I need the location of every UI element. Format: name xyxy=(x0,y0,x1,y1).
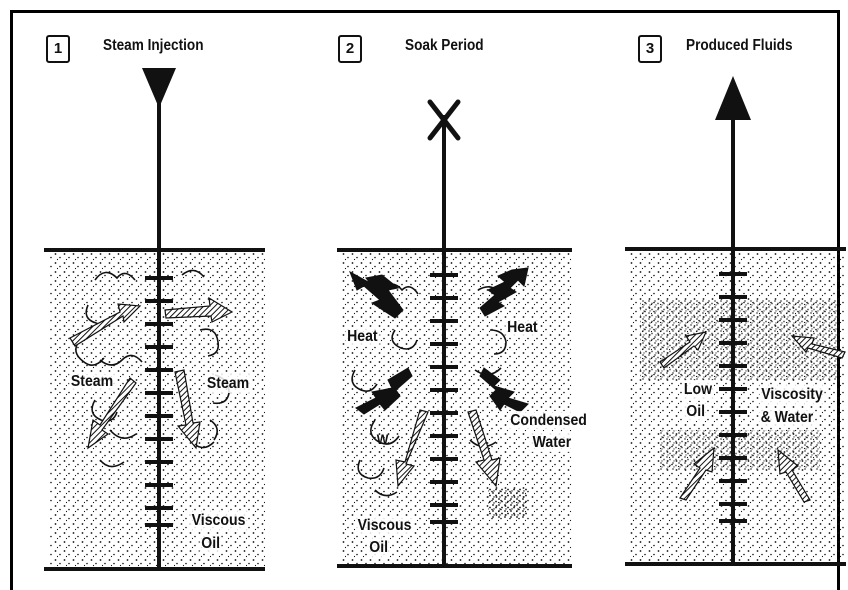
production-arrow-icon xyxy=(715,76,751,120)
panel-2-label-oil: Oil xyxy=(368,538,390,557)
injection-arrow-icon xyxy=(142,68,176,108)
panel-2-title: Soak Period xyxy=(405,37,484,55)
panel-3-title: Produced Fluids xyxy=(686,37,793,55)
panel-3-label-water: & Water xyxy=(759,408,815,427)
panel-2-label-heat-right: Heat xyxy=(505,318,539,337)
panel-1-label-steam-right: Steam xyxy=(205,374,251,393)
panel-2-label-viscous: Viscous xyxy=(356,516,413,535)
panel-3-label-low: Low xyxy=(682,380,714,399)
panel-1-label-oil: Oil xyxy=(200,534,222,553)
panel-1-number: 1 xyxy=(46,35,70,63)
panel-3-number: 3 xyxy=(638,35,662,63)
panel-1-label-viscous: Viscous xyxy=(190,511,247,530)
panel-1-title: Steam Injection xyxy=(103,37,204,55)
panel-2-number: 2 xyxy=(338,35,362,63)
panel-1-label-steam-left: Steam xyxy=(69,372,115,391)
panel-2-label-water: Water xyxy=(531,433,573,452)
panel-2-label-w: W xyxy=(375,430,390,449)
panel-3-label-oil: Oil xyxy=(685,402,707,421)
condensed-water-pool xyxy=(488,488,528,518)
panel-3-label-viscosity: Viscosity xyxy=(759,385,824,404)
panel-2-label-heat-left: Heat xyxy=(345,327,379,346)
panel-2-label-condensed: Condensed xyxy=(508,411,588,430)
